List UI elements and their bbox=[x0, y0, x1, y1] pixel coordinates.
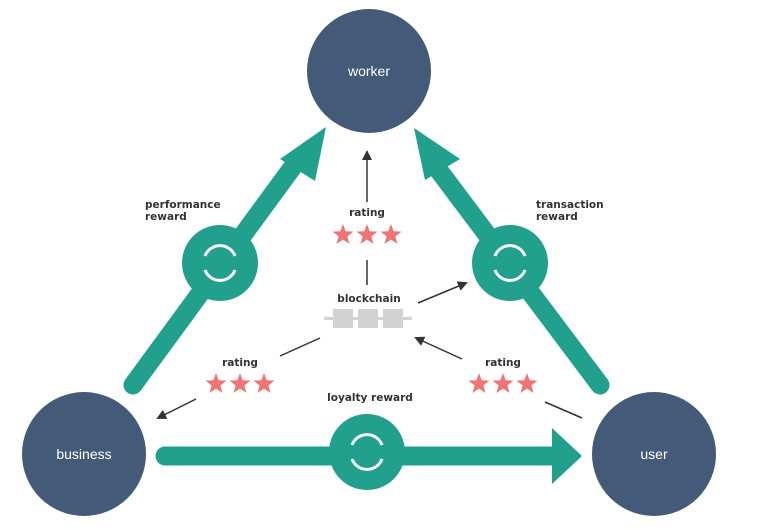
star-icon bbox=[356, 224, 378, 244]
blockchain-chain-icon bbox=[324, 309, 412, 328]
star-icon bbox=[205, 373, 227, 393]
rating-stars-left bbox=[205, 373, 275, 393]
rating-label-left: rating bbox=[222, 357, 258, 369]
star-icon bbox=[229, 373, 251, 393]
worker-node: worker bbox=[307, 9, 431, 133]
star-icon bbox=[492, 373, 514, 393]
performance-reward-label: performance reward bbox=[145, 199, 224, 223]
rating-label-top: rating bbox=[349, 207, 385, 219]
transaction-reward-line1: transaction bbox=[536, 199, 604, 211]
star-icon bbox=[380, 224, 402, 244]
star-icon bbox=[253, 373, 275, 393]
loyalty-reward-label: loyalty reward bbox=[327, 392, 413, 404]
rating-arrow-to-business bbox=[156, 398, 197, 419]
blockchain-arrow-to-transaction bbox=[417, 281, 468, 304]
token-icon-loyalty bbox=[329, 414, 405, 490]
rating-stars-right bbox=[468, 373, 538, 393]
performance-reward-line1: performance bbox=[145, 199, 221, 211]
rating-label-right: rating bbox=[485, 357, 521, 369]
rating-arrow-to-blockchain bbox=[414, 336, 463, 360]
worker-node-label: worker bbox=[347, 63, 390, 79]
business-node-label: business bbox=[56, 446, 111, 462]
star-icon bbox=[516, 373, 538, 393]
star-icon bbox=[332, 224, 354, 244]
rating-line-left-upper bbox=[279, 337, 321, 357]
rating-line-right-lower bbox=[544, 401, 583, 419]
user-node-label: user bbox=[640, 446, 668, 462]
performance-reward-line2: reward bbox=[145, 211, 187, 223]
rating-stars-top bbox=[332, 224, 402, 244]
user-node: user bbox=[592, 392, 716, 516]
blockchain-label: blockchain bbox=[337, 293, 400, 305]
transaction-reward-line2: reward bbox=[536, 211, 578, 223]
token-icon-performance bbox=[182, 225, 258, 301]
star-icon bbox=[468, 373, 490, 393]
transaction-reward-label: transaction reward bbox=[536, 199, 607, 223]
business-node: business bbox=[22, 392, 146, 516]
token-icon-transaction bbox=[472, 225, 548, 301]
